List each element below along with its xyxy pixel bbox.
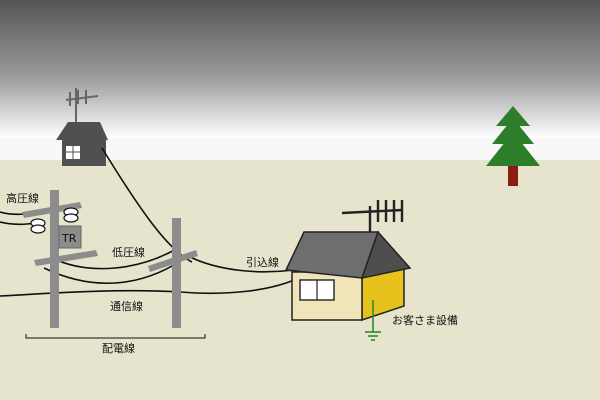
low-voltage-line-label: 低圧線 bbox=[112, 245, 145, 259]
low-voltage-wire-2 bbox=[43, 255, 189, 285]
sky bbox=[0, 0, 600, 138]
horizon-band bbox=[0, 138, 600, 160]
window-icon bbox=[299, 279, 335, 301]
distant-antenna-icon bbox=[65, 88, 99, 124]
insulator-icon bbox=[63, 207, 79, 223]
utility-pole-right bbox=[148, 218, 198, 328]
high-voltage-line-label: 高圧線 bbox=[6, 191, 39, 205]
insulator-icon bbox=[30, 218, 46, 234]
distribution-line-label: 配電線 bbox=[102, 341, 135, 355]
service-drop-wire bbox=[187, 255, 295, 273]
customer-equipment-label: お客さま設備 bbox=[392, 313, 458, 327]
utility-pole-left: TR bbox=[22, 190, 98, 328]
transformer-label: TR bbox=[61, 232, 77, 245]
communication-line-label: 通信線 bbox=[110, 299, 143, 313]
customer-house bbox=[284, 200, 412, 341]
antenna-icon bbox=[341, 200, 404, 240]
distant-house bbox=[56, 88, 108, 166]
distribution-line-bracket bbox=[25, 334, 206, 339]
ground-symbol-icon bbox=[365, 300, 381, 341]
tree-icon bbox=[486, 106, 540, 186]
house-roof-side bbox=[360, 230, 412, 280]
low-voltage-wire-1 bbox=[51, 247, 179, 270]
service-drop-label: 引込線 bbox=[246, 255, 279, 269]
transformer-box bbox=[58, 225, 82, 249]
